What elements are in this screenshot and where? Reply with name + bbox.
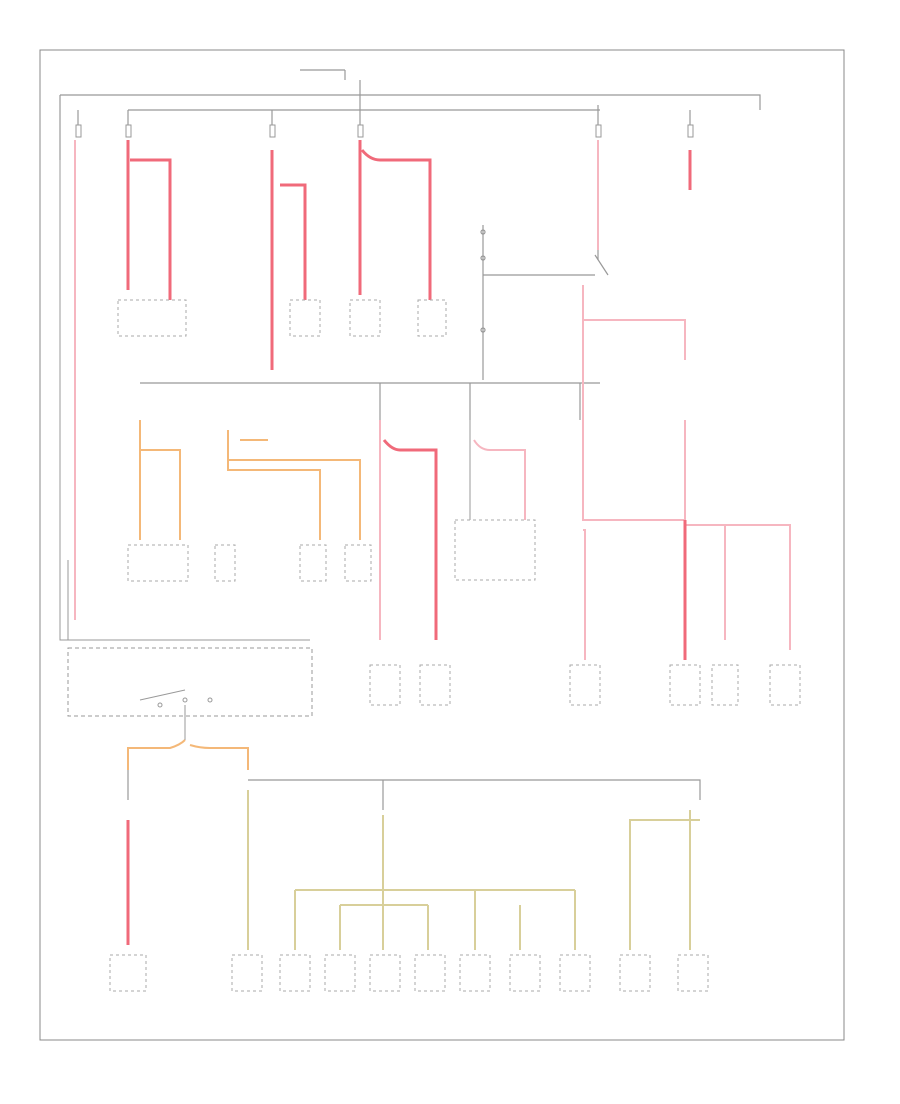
lower-bus <box>127 770 701 810</box>
orange-wires <box>139 420 361 540</box>
top-components <box>117 299 447 337</box>
red-wires-top-left <box>126 140 432 370</box>
switch-output-wires <box>127 739 249 770</box>
lower-components <box>109 954 709 992</box>
mid-components <box>127 519 801 706</box>
pink-relay-wires <box>582 140 791 660</box>
top-bus <box>59 69 761 160</box>
yellow-wires <box>247 790 700 950</box>
ignition-switch <box>67 647 313 740</box>
pink-wires-mid <box>379 420 526 640</box>
top-fuses <box>75 124 694 138</box>
diagram-frame <box>39 49 845 1041</box>
relay-area <box>140 140 609 420</box>
left-feed-wire <box>59 140 310 641</box>
